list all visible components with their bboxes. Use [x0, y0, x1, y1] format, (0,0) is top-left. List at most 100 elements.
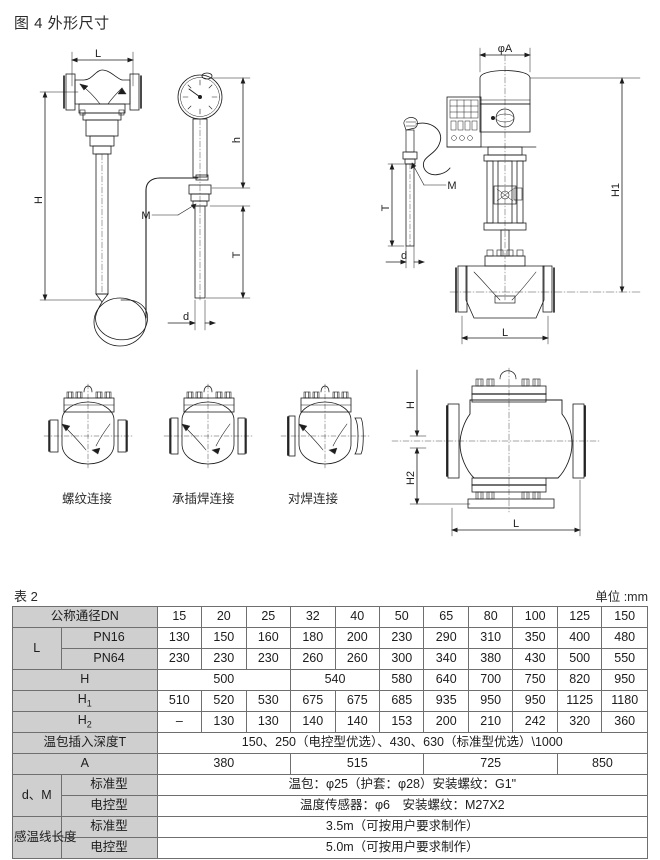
dimension-spec-table: 公称通径DN 15 20 25 32 40 50 65 80 100 125 1…	[12, 606, 649, 859]
h2-cell: 320	[556, 711, 603, 733]
dn-cell: 32	[290, 606, 336, 628]
dn-cell: 100	[512, 606, 558, 628]
a-cell: 380	[156, 753, 292, 775]
pn64-cell: 230	[201, 648, 247, 670]
dn-cell: 40	[334, 606, 381, 628]
a-cell: 515	[290, 753, 425, 775]
dn-cell: 150	[601, 606, 648, 628]
caption-socket-weld: 承插焊连接	[172, 492, 235, 506]
pn16-cell: 290	[423, 627, 469, 649]
label-M-right: M	[447, 180, 456, 192]
row-label-standard: 标准型	[60, 774, 158, 796]
table-row-a: A 380 515 725 850	[12, 753, 649, 775]
dn-cell: 20	[201, 606, 247, 628]
label-d-right: d	[401, 250, 407, 262]
h-cell: 950	[601, 669, 648, 691]
label-H-bottom: H	[405, 401, 417, 409]
label-T-right: T	[380, 204, 392, 211]
dn-cell: 80	[467, 606, 514, 628]
dn-cell: 50	[378, 606, 425, 628]
h1-cell: 520	[201, 690, 247, 712]
h2-cell: 140	[290, 711, 336, 733]
h-cell: 640	[423, 669, 469, 691]
pn16-cell: 130	[156, 627, 203, 649]
table-row-pn64: PN64 230 230 230 260 260 300 340 380 430…	[13, 648, 648, 670]
pn64-cell: 260	[334, 648, 381, 670]
label-phi-A: φA	[498, 43, 513, 55]
label-H2: H2	[405, 471, 417, 485]
pn64-cell: 340	[423, 648, 469, 670]
row-label-dM: d、M	[12, 774, 62, 817]
figure-title: 图 4 外形尺寸	[14, 15, 110, 32]
row-label-pn16: PN16	[60, 627, 158, 649]
dimension-drawings: L H h T M d φA H1 L T M d H H2 L	[33, 43, 641, 537]
h-cell: 820	[556, 669, 603, 691]
h1-cell: 510	[156, 690, 203, 712]
h1-cell: 675	[290, 690, 336, 712]
label-T-left: T	[231, 251, 243, 258]
dm-standard-value: 温包：φ25（护套：φ28）安装螺纹：G1"	[156, 774, 649, 796]
row-label-H: H	[12, 669, 158, 691]
h2-cell: 140	[334, 711, 381, 733]
row-label-H2: H2	[12, 711, 158, 733]
h-cell: 540	[290, 669, 380, 691]
spec-table-wrapper: 公称通径DN 15 20 25 32 40 50 65 80 100 125 1…	[12, 606, 649, 859]
dn-cell: 25	[245, 606, 292, 628]
row-label-wire-length: 感温线长度	[12, 816, 77, 859]
h-cell: 500	[156, 669, 292, 691]
row-label-A: A	[12, 753, 158, 775]
row-label-H1: H1	[12, 690, 158, 712]
table-unit-label: 单位 :mm	[595, 590, 648, 604]
caption-threaded: 螺纹连接	[62, 492, 113, 506]
pn64-cell: 260	[290, 648, 336, 670]
table-row-wire-standard: 感温线长度 标准型 3.5m（可按用户要求制作）	[12, 816, 649, 859]
pn64-cell: 550	[601, 648, 648, 670]
label-M-left: M	[141, 210, 150, 222]
h1-cell: 675	[334, 690, 381, 712]
h2-cell: 242	[512, 711, 558, 733]
pn64-cell: 430	[512, 648, 558, 670]
pn16-cell: 480	[601, 627, 648, 649]
pn16-cell: 200	[334, 627, 381, 649]
table-row-wire-electric: 电控型 5.0m（可按用户要求制作）	[13, 837, 649, 859]
wire-standard-value: 3.5m（可按用户要求制作）	[156, 816, 649, 838]
dn-header-label: 公称通径DN	[12, 606, 158, 628]
pn64-cell: 230	[156, 648, 203, 670]
h1-cell: 950	[467, 690, 514, 712]
wire-electric-value: 5.0m（可按用户要求制作）	[156, 837, 649, 859]
h1-cell: 935	[423, 690, 469, 712]
table-row-t: 温包插入深度T 150、250（电控型优选）、430、630（标准型优选）\10…	[12, 732, 649, 754]
table-row-dn: 公称通径DN 15 20 25 32 40 50 65 80 100 125 1…	[12, 606, 648, 628]
pn16-cell: 180	[290, 627, 336, 649]
h2-cell: –	[156, 711, 203, 733]
h1-cell: 685	[378, 690, 425, 712]
pn16-cell: 230	[378, 627, 425, 649]
dn-cell: 125	[556, 606, 603, 628]
pn16-cell: 400	[556, 627, 603, 649]
h-cell: 700	[467, 669, 514, 691]
label-H1: H1	[610, 183, 622, 197]
h2-cell: 130	[201, 711, 247, 733]
caption-butt-weld: 对焊连接	[288, 492, 339, 506]
label-L-right: L	[502, 327, 508, 339]
h2-cell: 210	[467, 711, 514, 733]
row-label-electric: 电控型	[60, 795, 158, 817]
row-label-electric: 电控型	[60, 837, 158, 859]
table-row-h1: H1 510 520 530 675 675 685 935 950 950 1…	[12, 690, 648, 712]
table-row-h2: H2 – 130 130 140 140 153 200 210 242 320…	[12, 711, 648, 733]
dn-cell: 15	[156, 606, 203, 628]
pn16-cell: 350	[512, 627, 558, 649]
a-cell: 850	[556, 753, 649, 775]
h-cell: 750	[512, 669, 558, 691]
table-label: 表 2	[14, 589, 38, 604]
label-d-left: d	[183, 311, 189, 323]
h1-cell: 950	[512, 690, 558, 712]
row-label-L: L	[12, 627, 62, 670]
label-L-left: L	[95, 48, 101, 60]
h1-cell: 1180	[601, 690, 648, 712]
dm-electric-value: 温度传感器：φ6 安装螺纹：M27X2	[156, 795, 649, 817]
h2-cell: 200	[423, 711, 469, 733]
pn64-cell: 300	[378, 648, 425, 670]
label-H-left: H	[33, 196, 45, 204]
